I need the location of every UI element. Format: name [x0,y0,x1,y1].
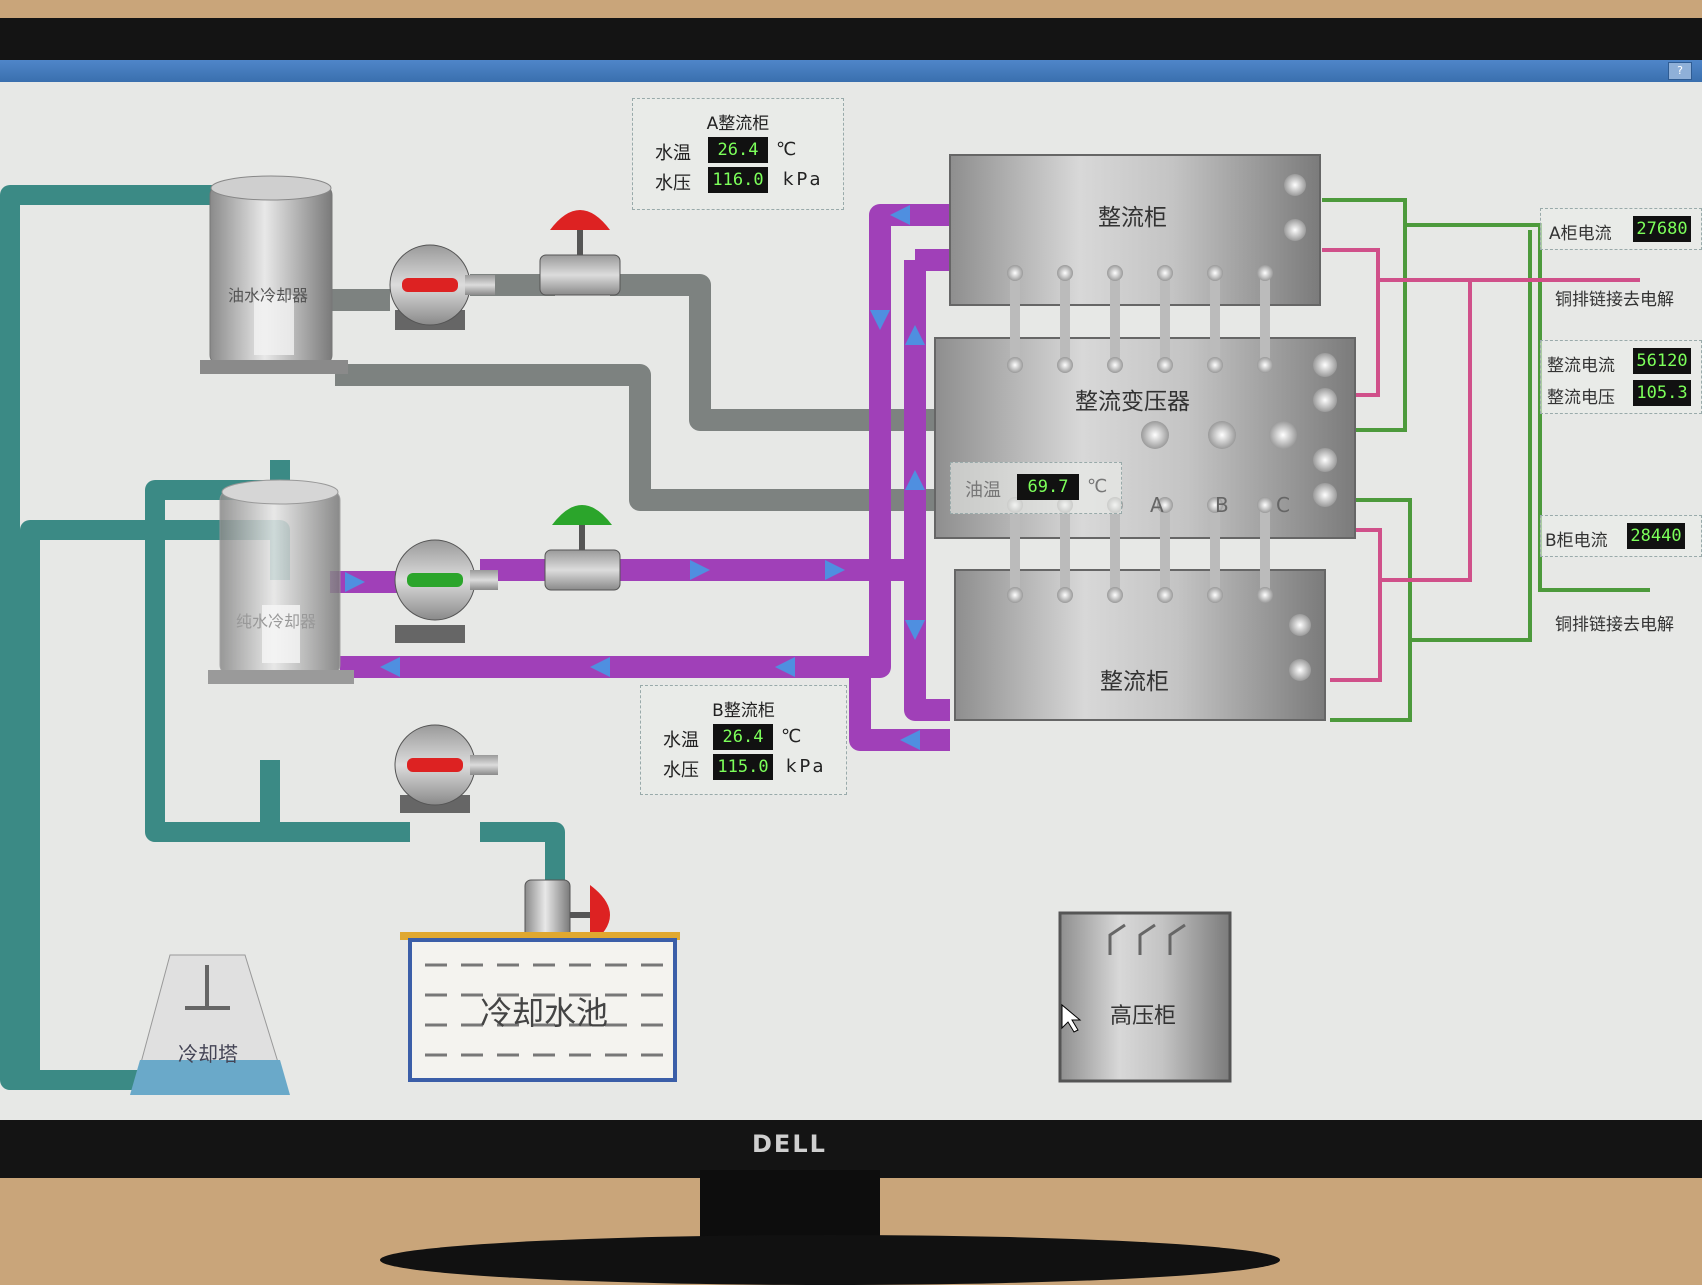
cabinet-b-press-unit: kPa [786,756,827,777]
help-button[interactable]: ? [1668,62,1692,80]
monitor-brand-logo: DELL [752,1130,827,1158]
total-current-label: 整流电流 [1547,356,1615,376]
cabinet-b-temp-label: 水温 [663,730,699,751]
total-voltage-value: 105.3 [1633,380,1691,406]
hv-switch-icon [1108,923,1186,955]
oil-water-cooler-label: 油水冷却器 [228,286,309,305]
centrifugal-pump-icon [394,724,498,813]
a-current-box: A柜电流 27680 [1540,208,1702,250]
oil-water-cooler [200,175,348,374]
cabinet-a-temp-label: 水温 [655,143,691,164]
b-current-box: B柜电流 28440 [1540,515,1702,557]
rectifier-top-label: 整流柜 [1098,205,1167,231]
phase-a-terminal [1141,421,1169,449]
cabinet-b-temp-unit: ℃ [781,726,805,747]
phase-a-label: A [1150,493,1164,517]
cooling-tower [130,954,290,1095]
rectifier-bottom-label: 整流柜 [1100,669,1169,695]
total-voltage-label: 整流电压 [1547,388,1615,408]
phase-b-terminal [1208,421,1236,449]
hv-cabinet [1058,911,1232,1083]
oil-temp-unit: ℃ [1087,476,1111,497]
cabinet-a-temp-unit: ℃ [776,139,800,160]
cabinet-a-readout-box: A整流柜 水温 26.4 ℃ 水压 116.0 kPa [632,98,844,210]
pure-water-cooler [208,479,354,684]
phase-c-terminal [1269,421,1297,449]
flow-arrows [345,205,925,750]
cooling-tower-label: 冷却塔 [178,1042,238,1066]
oil-temp-readout-box: 油温 69.7 ℃ [950,462,1122,514]
cabinet-a-press-unit: kPa [783,169,824,190]
a-current-label: A柜电流 [1549,224,1612,244]
valve-handwheel-icon [544,505,621,591]
monitor-stand-base [380,1235,1280,1285]
cooling-pool-label: 冷却水池 [480,994,609,1032]
cabinet-a-title: A整流柜 [706,114,770,134]
cooling-pool [400,932,680,1082]
grey-pipes [330,274,940,511]
cabinet-b-title: B整流柜 [712,701,775,721]
cabinet-a-temp-value: 26.4 [708,137,768,163]
cabinet-b-temp-value: 26.4 [713,724,773,750]
total-readout-box: 整流电流 56120 整流电压 105.3 [1540,340,1702,414]
link-a-label: 铜排链接去电解 [1555,290,1674,310]
phase-c-label: C [1276,493,1290,517]
b-current-value: 28440 [1627,523,1685,549]
process-diagram [0,154,1650,1095]
cabinet-b-press-label: 水压 [663,760,699,781]
centrifugal-pump-icon [389,244,495,330]
cabinet-b-readout-box: B整流柜 水温 26.4 ℃ 水压 115.0 kPa [640,685,847,795]
phase-b-label: B [1215,493,1229,517]
valve-handwheel-icon [539,210,621,296]
busbars-green [1322,198,1650,722]
window-titlebar: ? [0,60,1702,82]
transformer-bushings [1010,270,1270,600]
busbars-pink [1322,248,1640,682]
mouse-cursor [1061,1003,1082,1033]
cabinet-b-press-value: 115.0 [713,754,773,780]
hv-cabinet-label: 高压柜 [1110,1004,1177,1029]
a-current-value: 27680 [1633,216,1691,242]
link-b-label: 铜排链接去电解 [1555,615,1674,635]
cabinet-a-press-value: 116.0 [708,167,768,193]
oil-temp-value: 69.7 [1017,474,1079,500]
scada-screen: ? [0,60,1702,1120]
centrifugal-pump-icon [394,539,498,643]
oil-temp-label: 油温 [965,480,1001,501]
b-current-label: B柜电流 [1545,531,1608,551]
cabinet-a-press-label: 水压 [655,173,691,194]
total-current-value: 56120 [1633,348,1691,374]
pure-water-cooler-label: 纯水冷却器 [236,612,317,631]
transformer-label: 整流变压器 [1075,389,1190,415]
